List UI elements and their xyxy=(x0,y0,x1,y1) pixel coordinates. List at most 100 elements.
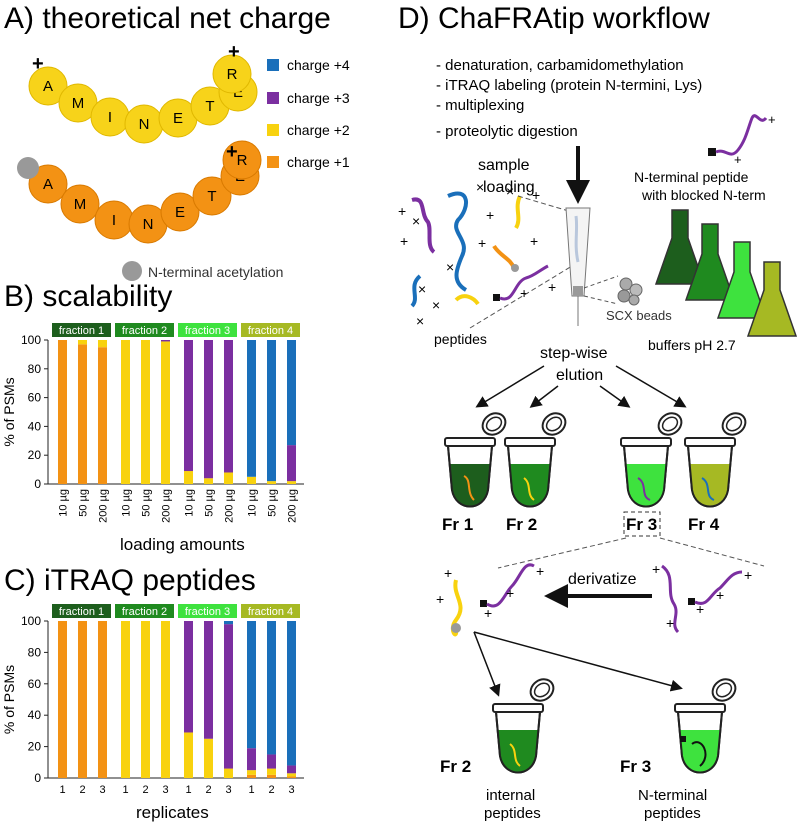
svg-text:+: + xyxy=(444,565,452,581)
bar-segment xyxy=(184,732,193,778)
workflow-step: - multiplexing xyxy=(436,97,524,114)
bar-segment xyxy=(141,340,150,484)
acetyl-group-icon xyxy=(17,157,39,179)
tube-label-fr4: Fr 4 xyxy=(688,515,720,534)
elution-arrow xyxy=(599,385,631,408)
svg-text:+: + xyxy=(734,152,742,167)
amino-acid-letter: M xyxy=(72,95,85,112)
fraction-header-label: fraction 1 xyxy=(59,606,104,618)
amino-acid-bead xyxy=(222,140,262,180)
fraction-header xyxy=(241,323,300,337)
bar-segment xyxy=(267,340,276,482)
svg-text:×: × xyxy=(476,179,484,195)
x-tick-label: 200 µg xyxy=(161,489,173,523)
eppendorf-tube-icon xyxy=(492,678,555,774)
nterm-peptide-label: N-terminal peptide xyxy=(634,169,749,185)
peptides-label: peptides xyxy=(434,331,487,347)
amino-acid-letter: A xyxy=(43,176,53,193)
bar-segment xyxy=(204,340,213,479)
workflow-step: - denaturation, carbamidomethylation xyxy=(436,57,684,74)
panel-a: A) theoretical net charge AMINETER + + A… xyxy=(4,2,350,281)
bar-segment xyxy=(247,770,256,775)
tube-label-fr1: Fr 1 xyxy=(442,515,473,534)
amino-acid-letter: R xyxy=(227,66,238,83)
y-tick-label: 60 xyxy=(28,677,42,691)
bar-segment xyxy=(58,621,67,778)
svg-text:+: + xyxy=(744,567,752,583)
fraction-header-label: fraction 3 xyxy=(185,606,230,618)
amino-acid-bead xyxy=(160,192,200,232)
legend-label-charge4: charge +4 xyxy=(287,57,350,73)
fraction-header-label: fraction 3 xyxy=(185,325,230,337)
fraction-header xyxy=(241,604,300,618)
bar-segment xyxy=(267,768,276,775)
y-tick-label: 80 xyxy=(28,362,42,376)
bar-segment xyxy=(224,624,233,769)
svg-text:+: + xyxy=(768,112,776,127)
zoom-line xyxy=(469,265,573,329)
svg-text:×: × xyxy=(412,213,420,229)
bar-segment xyxy=(204,478,213,484)
nterm-peptide-label: with blocked N-term xyxy=(641,187,766,203)
bar-segment xyxy=(287,765,296,774)
charge-legend: charge +4 charge +3 charge +2 charge +1 xyxy=(267,57,350,170)
svg-text:+: + xyxy=(716,587,724,603)
amino-acid-letter: E xyxy=(173,110,183,127)
amino-acid-letter: I xyxy=(108,109,112,126)
y-tick-label: 0 xyxy=(34,477,41,491)
legend-label-charge2: charge +2 xyxy=(287,122,350,138)
panel-b: B) scalability % of PSMs020406080100frac… xyxy=(1,280,304,554)
amino-acid-bead xyxy=(212,54,252,94)
panel-d: D) ChaFRAtip workflow - denaturation, ca… xyxy=(398,2,798,822)
fraction-header-label: fraction 4 xyxy=(248,606,293,618)
svg-text:+: + xyxy=(536,563,544,579)
x-tick-label: 2 xyxy=(205,784,211,796)
amino-acid-letter: N xyxy=(143,216,154,233)
svg-text:×: × xyxy=(432,297,440,313)
svg-text:+: + xyxy=(484,605,492,621)
svg-text:+: + xyxy=(548,279,556,295)
bar-segment xyxy=(78,344,87,484)
panel-b-xlabel: loading amounts xyxy=(120,535,245,554)
bar-segment xyxy=(184,621,193,733)
y-axis-label: % of PSMs xyxy=(1,665,17,734)
bar-segment xyxy=(204,621,213,739)
amino-acid-bead xyxy=(60,184,100,224)
legend-swatch-charge3 xyxy=(267,92,279,104)
scx-beads-icon xyxy=(617,277,643,306)
fraction-header xyxy=(178,604,237,618)
fr3-highlight-box xyxy=(623,511,661,537)
bar-segment xyxy=(267,481,276,484)
bar-segment xyxy=(287,340,296,446)
bar-segment xyxy=(287,621,296,766)
x-tick-label: 3 xyxy=(162,784,168,796)
eppendorf-tube-icon xyxy=(620,412,683,508)
amino-acid-letter: M xyxy=(74,196,87,213)
bar-segment xyxy=(267,774,276,778)
svg-text:+: + xyxy=(398,203,406,219)
x-tick-label: 50 µg xyxy=(204,489,216,517)
fraction-header-label: fraction 2 xyxy=(122,606,167,618)
tube-label-fr3: Fr 3 xyxy=(626,515,657,534)
x-tick-label: 1 xyxy=(185,784,191,796)
acetyl-legend-icon xyxy=(122,261,142,281)
underivatized-peptides: + + + + + xyxy=(652,561,752,634)
zoom-line xyxy=(497,537,627,569)
bar-segment xyxy=(224,621,233,625)
svg-text:+: + xyxy=(666,615,674,631)
y-tick-label: 20 xyxy=(28,448,42,462)
buffer-flasks-icon xyxy=(654,209,798,337)
eppendorf-tube-icon xyxy=(684,412,747,508)
panel-a-title: A) theoretical net charge xyxy=(4,2,331,35)
amino-acid-bead xyxy=(28,164,68,204)
fraction-header xyxy=(115,323,174,337)
bar-segment xyxy=(224,472,233,484)
plus-sign: + xyxy=(32,53,44,75)
x-tick-label: 50 µg xyxy=(78,489,90,517)
bar-segment xyxy=(287,776,296,778)
scx-beads-label: SCX beads xyxy=(606,308,672,323)
amino-acid-bead xyxy=(192,176,232,216)
